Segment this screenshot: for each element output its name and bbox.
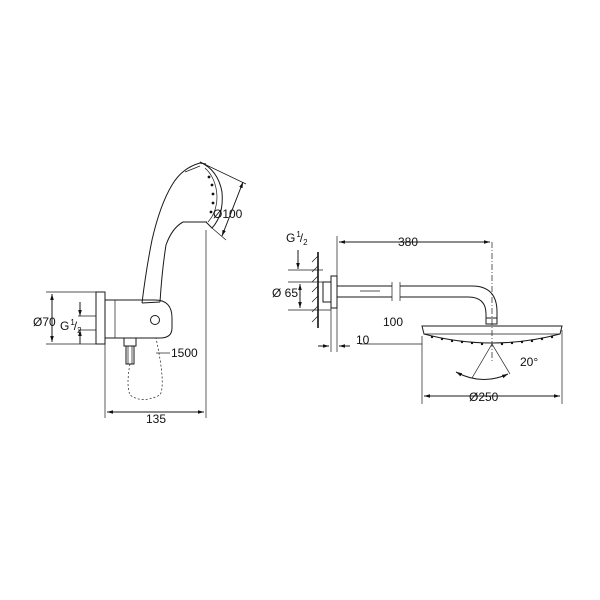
dim-diameter-250: Ø250	[469, 390, 499, 404]
hand-shower-handle	[141, 162, 207, 304]
hose-nut	[123, 337, 137, 347]
dim-100: 100	[383, 315, 403, 329]
dim-diameter-70: Ø70	[33, 315, 56, 329]
wall-flange	[322, 281, 332, 303]
shower-hose	[127, 337, 163, 400]
wall-outlet-body	[104, 299, 173, 339]
head-nozzles	[430, 335, 554, 346]
dim-135: 135	[146, 412, 166, 426]
head-shower-view: 380 G1/2 Ø 65 100 10 20° Ø250	[272, 230, 563, 404]
angle-20-deg: 20°	[520, 355, 538, 369]
wall-hatching	[311, 255, 319, 323]
shower-arm	[337, 285, 392, 298]
hand-shower-view: Ø100 Ø70 G1/2 1500 135	[33, 161, 247, 426]
dim-diameter-65: Ø 65	[272, 286, 298, 300]
dim-380: 380	[398, 235, 418, 249]
dim-10: 10	[356, 333, 370, 347]
spray-face-dots	[207, 175, 215, 214]
thread-label-right: G1/2	[286, 230, 308, 247]
thread-label-left: G1/2	[60, 318, 82, 335]
dim-diameter-100: Ø100	[213, 207, 243, 221]
wall-outlet-plate	[95, 291, 106, 345]
dim-hose-1500: 1500	[171, 346, 198, 360]
holder-pivot	[150, 315, 160, 325]
